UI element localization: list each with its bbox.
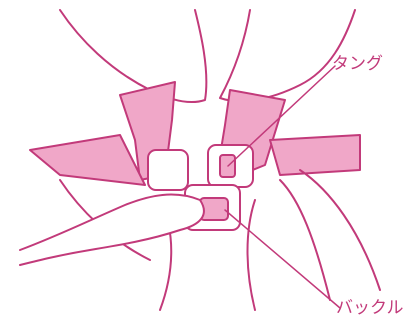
right-lap-strap [270,135,360,175]
hand-outline [20,195,204,265]
right-leg-outline [280,170,380,300]
tongue-label: タング [332,56,383,73]
left-tongue-plate [148,150,188,190]
buckle-leader-line [225,210,340,308]
buckle-label: バックル [336,300,404,317]
left-thigh-outline [60,10,206,102]
left-lap-strap [30,135,145,185]
illustration [20,10,380,310]
